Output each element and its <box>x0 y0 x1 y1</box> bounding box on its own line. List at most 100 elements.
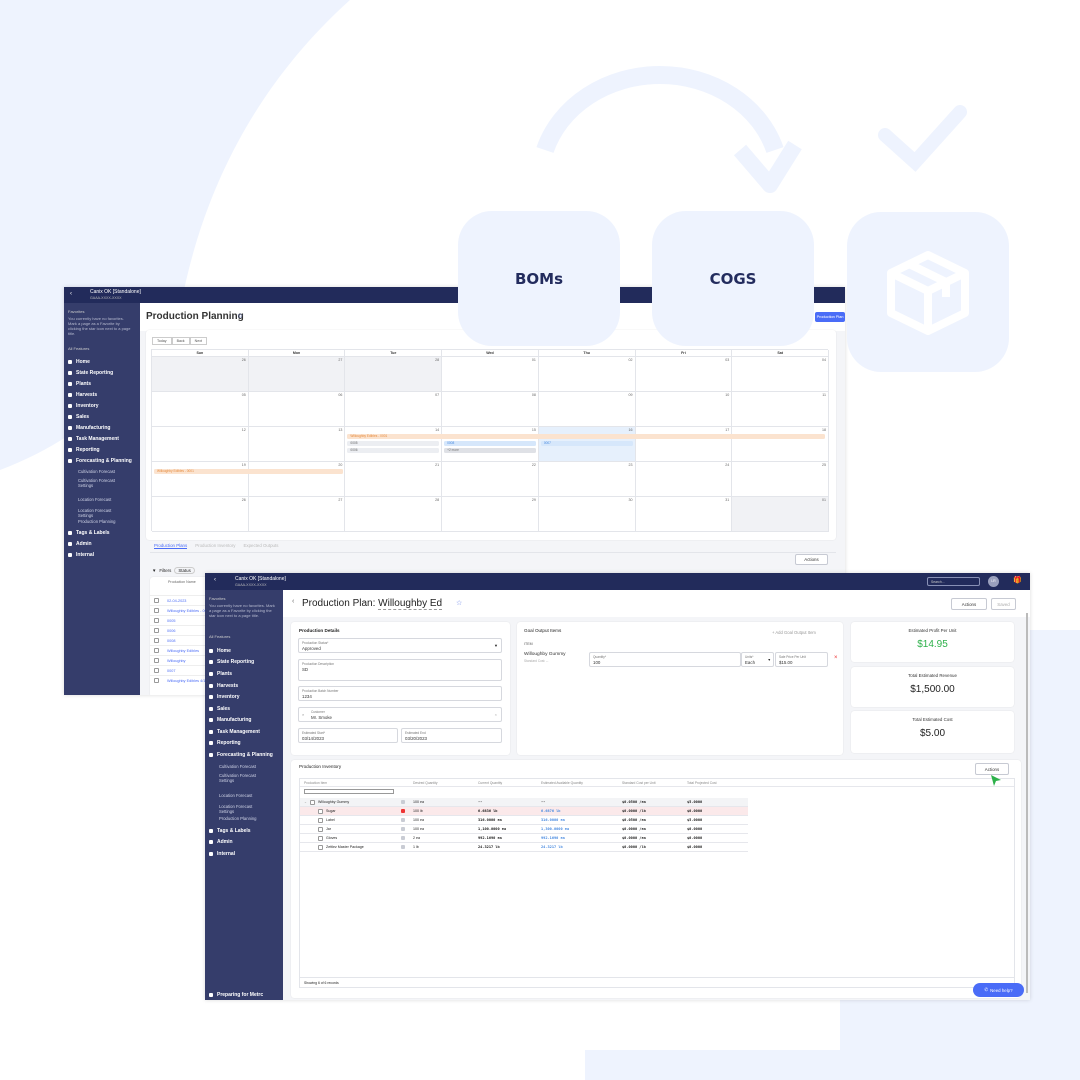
sidebar-item-location-forecast[interactable]: Location Forecast <box>219 793 252 798</box>
calendar-day[interactable]: 04 <box>732 357 829 392</box>
sidebar-item-location-forecast-settings[interactable]: Location Forecast Settings <box>219 804 263 814</box>
create-plan-button[interactable]: Production Plan <box>815 312 845 322</box>
plan-name-link[interactable]: 02-04-2023 <box>167 598 187 603</box>
sidebar-item-home[interactable]: Home <box>68 359 90 365</box>
calendar-day[interactable]: 10 <box>635 392 733 427</box>
inventory-actions-button[interactable]: Actions <box>975 763 1009 775</box>
calendar-day[interactable]: 09 <box>538 392 636 427</box>
calendar-back-button[interactable]: Back <box>171 337 190 345</box>
row-checkbox[interactable] <box>318 844 323 850</box>
calendar-day[interactable]: 06 <box>248 392 346 427</box>
plan-name-link[interactable]: 0008 <box>167 638 176 643</box>
row-checkbox[interactable] <box>318 835 323 841</box>
sidebar-item-manufacturing[interactable]: Manufacturing <box>209 717 251 723</box>
calendar-day[interactable]: 07 <box>345 392 443 427</box>
avatar[interactable]: LR <box>988 576 999 587</box>
row-checkbox[interactable] <box>154 638 159 643</box>
collapse-icon[interactable]: ‹ <box>214 577 216 583</box>
calendar-event[interactable]: Willoughby Edibles - 0001 <box>154 469 344 474</box>
calendar-day[interactable]: 31 <box>635 497 733 532</box>
sidebar-item-inventory[interactable]: Inventory <box>209 694 240 700</box>
org-name[interactable]: Canix OK [Standalone] <box>235 576 286 582</box>
row-checkbox[interactable] <box>154 598 159 603</box>
sidebar-item-admin[interactable]: Admin <box>209 839 233 845</box>
clear-icon[interactable]: × <box>494 712 497 717</box>
sidebar-item-state-reporting[interactable]: State Reporting <box>68 370 113 376</box>
gift-icon[interactable]: 🎁 <box>1013 577 1022 584</box>
status-filter-chip[interactable]: Status <box>174 567 195 574</box>
calendar-day[interactable]: 22 <box>442 462 539 497</box>
column-header[interactable]: Production Item <box>304 780 328 785</box>
back-icon[interactable]: ‹ <box>292 598 295 605</box>
calendar-chip[interactable]: 0005 <box>347 441 440 446</box>
calendar-day[interactable]: 30 <box>538 497 636 532</box>
calendar-day[interactable]: 17 <box>635 427 733 462</box>
row-checkbox[interactable] <box>310 799 315 805</box>
sidebar-item-sales[interactable]: Sales <box>209 706 230 712</box>
sidebar-item-admin[interactable]: Admin <box>68 541 92 547</box>
sidebar-item-harvests[interactable]: Harvests <box>68 392 97 398</box>
calendar-day[interactable]: 27 <box>248 497 346 532</box>
scrollbar[interactable] <box>1026 613 1028 993</box>
sidebar-item-location-forecast[interactable]: Location Forecast <box>78 497 111 502</box>
row-checkbox[interactable] <box>154 618 159 623</box>
sidebar-item-cultivation-forecast-settings[interactable]: Cultivation Forecast Settings <box>78 478 122 488</box>
row-checkbox[interactable] <box>154 608 159 613</box>
calendar-chip[interactable]: 0008 <box>444 441 536 446</box>
actions-button[interactable]: Actions <box>951 598 987 610</box>
production-status-select[interactable]: Production Status*Approved▼ <box>298 638 502 653</box>
sidebar-item-reporting[interactable]: Reporting <box>68 447 100 453</box>
column-header[interactable]: Desired Quantity <box>413 780 438 785</box>
add-goal-output-button[interactable]: + Add Goal Output Item <box>772 630 816 635</box>
sidebar-item-manufacturing[interactable]: Manufacturing <box>68 425 110 431</box>
favorite-star-icon[interactable]: ☆ <box>237 313 244 320</box>
calendar-day[interactable]: 01 <box>732 497 829 532</box>
plan-name-link[interactable]: Willoughby Edibles - 0001 <box>167 608 211 613</box>
quantity-field[interactable]: Quantity*100 <box>589 652 741 667</box>
sidebar-item-forecasting-planning[interactable]: Forecasting & Planning <box>209 752 273 758</box>
plan-name-input[interactable]: Willoughby Ed <box>378 598 443 610</box>
calendar-day[interactable]: 19 <box>152 462 249 497</box>
calendar-chip[interactable]: 0007 <box>540 441 633 446</box>
calendar-day[interactable]: 29 <box>442 497 539 532</box>
sidebar-item-state-reporting[interactable]: State Reporting <box>209 659 254 665</box>
calendar-day[interactable]: 20 <box>248 462 346 497</box>
row-checkbox[interactable] <box>154 628 159 633</box>
sidebar-item-cultivation-forecast-settings[interactable]: Cultivation Forecast Settings <box>219 773 263 783</box>
calendar-next-button[interactable]: Next <box>189 337 207 345</box>
row-checkbox[interactable] <box>154 658 159 663</box>
sidebar-item-production-planning[interactable]: Production Planning <box>219 816 256 821</box>
sale-price-field[interactable]: Sale Price Per Unit$15.00 <box>775 652 828 667</box>
row-checkbox[interactable] <box>154 668 159 673</box>
plan-name-link[interactable]: Willoughby Edibles 4/10 <box>167 678 208 683</box>
sidebar-item-cultivation-forecast[interactable]: Cultivation Forecast <box>78 469 115 474</box>
sidebar-item-internal[interactable]: Internal <box>209 851 235 857</box>
need-help-button[interactable]: ✆Need help? <box>973 983 1024 997</box>
sidebar-item-sales[interactable]: Sales <box>68 414 89 420</box>
sidebar-item-internal[interactable]: Internal <box>68 552 94 558</box>
calendar-day[interactable]: 23 <box>538 462 636 497</box>
calendar-day[interactable]: 27 <box>248 357 346 392</box>
sidebar-item-tags-labels[interactable]: Tags & Labels <box>68 530 110 536</box>
calendar-day[interactable]: 11 <box>732 392 829 427</box>
sidebar-item-plants[interactable]: Plants <box>68 381 91 387</box>
plan-name-link[interactable]: 0006 <box>167 628 176 633</box>
plan-name-link[interactable]: Willoughby Edibles <box>167 648 200 653</box>
calendar-day[interactable]: 13 <box>248 427 346 462</box>
calendar-day[interactable]: 26 <box>152 497 249 532</box>
row-checkbox[interactable] <box>318 826 323 832</box>
search-input[interactable]: Search... <box>927 577 980 586</box>
sidebar-preparing-metrc[interactable]: Preparing for Metrc <box>209 992 263 998</box>
calendar-event[interactable]: Willoughby Edibles - 0001 <box>347 434 825 439</box>
sidebar-item-plants[interactable]: Plants <box>209 671 232 677</box>
tab-expected-outputs[interactable]: Expected Outputs <box>243 543 279 548</box>
org-name[interactable]: Canix OK [Standalone] <box>90 289 141 295</box>
calendar-day[interactable]: 25 <box>732 462 829 497</box>
calendar-day[interactable]: 02 <box>538 357 636 392</box>
row-checkbox[interactable] <box>318 817 323 823</box>
